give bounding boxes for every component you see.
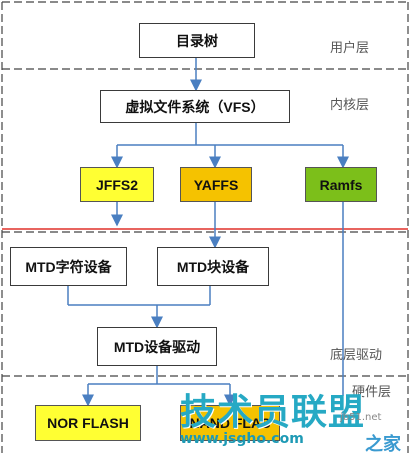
node-ramfs: Ramfs [305,167,377,202]
node-mtd-block-device: MTD块设备 [157,247,269,286]
layer-label-hardware: 硬件层 [352,385,392,400]
node-nor-flash: NOR FLASH [35,405,141,441]
node-vfs: 虚拟文件系统（VFS） [100,90,290,123]
watermark-site-fragment: jb51.net [340,412,382,423]
node-jffs2: JFFS2 [80,167,154,202]
layer-label-kernel: 内核层 [330,98,370,113]
layer-label-user: 用户层 [330,41,370,56]
node-nand-flash: NAND FLAS [180,405,280,441]
node-yaffs: YAFFS [180,167,252,202]
layer-label-driver: 底层驱动 [330,348,383,363]
node-directory-tree: 目录树 [139,23,255,58]
node-mtd-device-driver: MTD设备驱动 [97,327,217,366]
node-mtd-char-device: MTD字符设备 [10,247,127,286]
watermark-title: 技术员联盟 [180,392,366,433]
watermark-url: www.jsgho.com [180,431,304,447]
watermark-site-suffix: 之家 [365,434,401,455]
